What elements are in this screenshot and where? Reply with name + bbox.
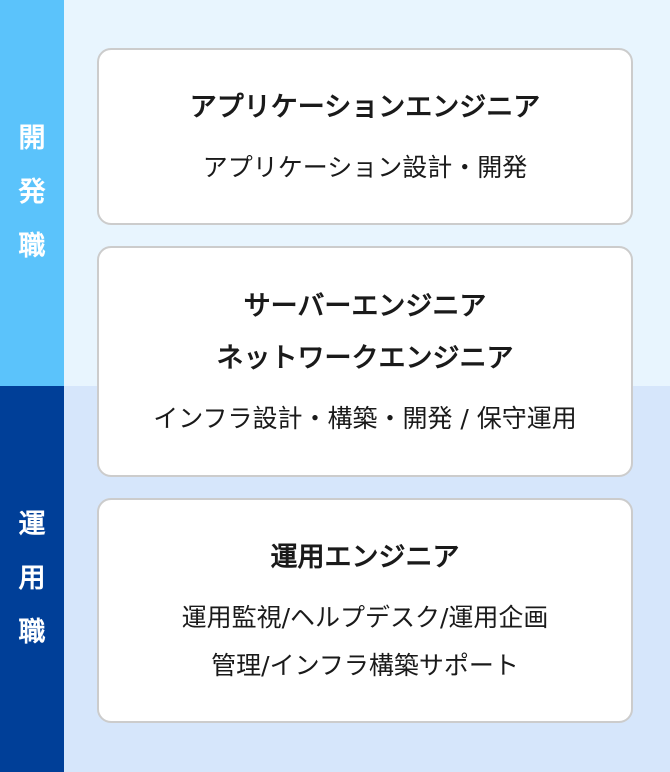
category-char: 用 xyxy=(18,563,46,594)
card-description: インフラ設計・構築・開発 / 保守運用 xyxy=(153,403,577,433)
card-title: 運用エンジニア xyxy=(270,541,460,573)
card-title: サーバーエンジニア xyxy=(243,290,487,322)
category-label-operations: 運 用 職 xyxy=(0,386,64,772)
category-char: 職 xyxy=(18,617,46,648)
card-title: アプリケーションエンジニア xyxy=(189,91,541,123)
category-char: 運 xyxy=(18,509,46,540)
job-card-operations-engineer: 運用エンジニア 運用監視/ヘルプデスク/運用企画 管理/インフラ構築サポート xyxy=(97,498,633,723)
category-char: 発 xyxy=(18,177,46,208)
category-char: 開 xyxy=(18,123,46,154)
category-label-development: 開 発 職 xyxy=(0,0,64,386)
job-card-application-engineer: アプリケーションエンジニア アプリケーション設計・開発 xyxy=(97,48,633,225)
card-description: アプリケーション設計・開発 xyxy=(202,152,528,182)
card-title: ネットワークエンジニア xyxy=(216,342,514,374)
category-char: 職 xyxy=(18,231,46,262)
job-card-server-network-engineer: サーバーエンジニア ネットワークエンジニア インフラ設計・構築・開発 / 保守運… xyxy=(97,246,633,477)
card-description: 運用監視/ヘルプデスク/運用企画 xyxy=(181,602,549,632)
card-description: 管理/インフラ構築サポート xyxy=(211,650,519,680)
